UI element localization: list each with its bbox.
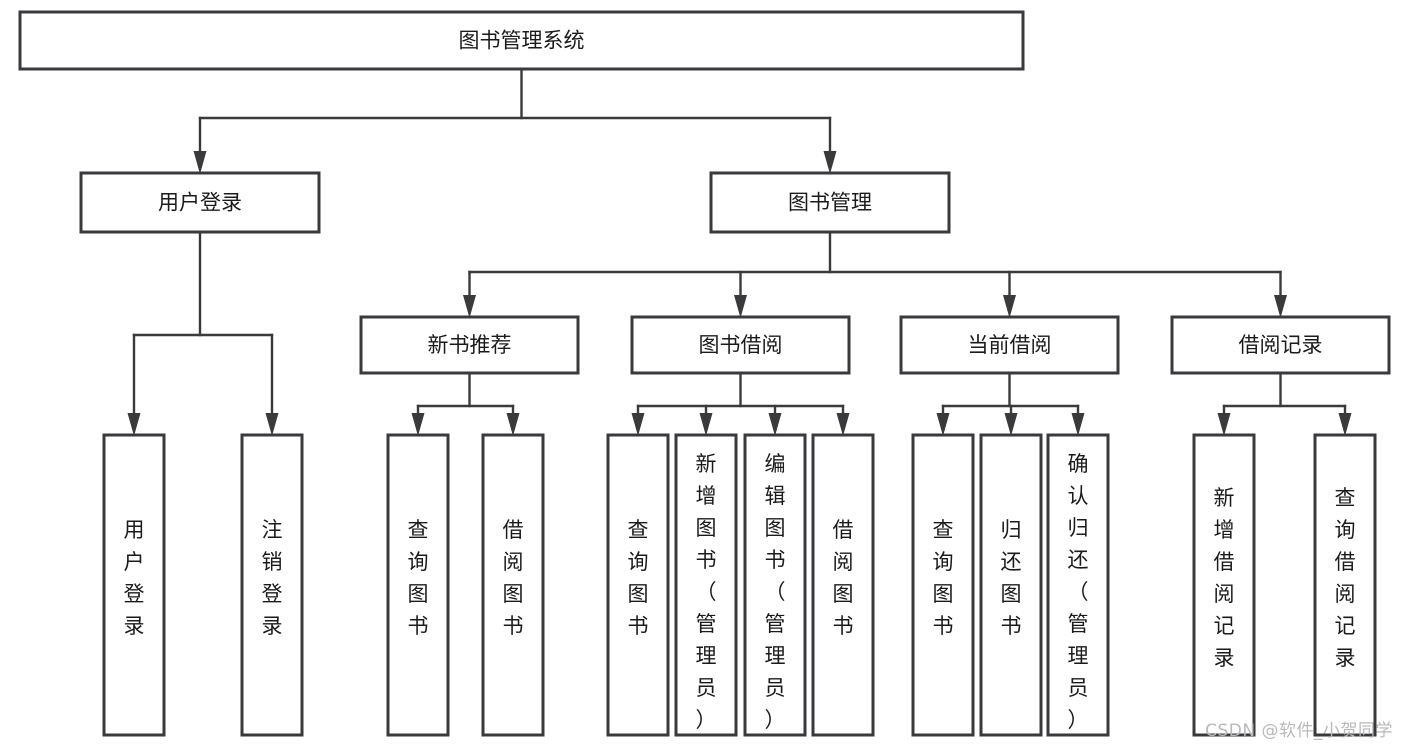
arrow-head-book-manage xyxy=(823,151,837,174)
node-leaf-query-book-borrow[interactable]: 查询图书 xyxy=(606,433,670,737)
node-user-login[interactable]: 用户登录 xyxy=(79,171,321,234)
edge-current-bus xyxy=(936,371,1085,436)
node-book-manage[interactable]: 图书管理 xyxy=(709,171,951,234)
node-borrow-record[interactable]: 借阅记录 xyxy=(1170,315,1391,375)
node-label-root: 图书管理系统 xyxy=(459,29,585,53)
node-label-leaf-add-book: 新增图书（管理员） xyxy=(696,452,717,732)
node-label-leaf-query-book-recommend: 查询图书 xyxy=(408,518,429,638)
node-leaf-add-book[interactable]: 新增图书（管理员） xyxy=(674,433,738,737)
edge-login-bus xyxy=(127,230,279,436)
arrow-head-leaf-confirm-return xyxy=(1071,413,1085,436)
arrow-head-borrow-record xyxy=(1274,295,1287,318)
node-box-new-book-recommend xyxy=(359,315,580,375)
node-box-borrow-record xyxy=(1170,315,1391,375)
node-label-leaf-query-book-borrow: 查询图书 xyxy=(628,518,649,638)
node-current-borrow[interactable]: 当前借阅 xyxy=(899,315,1120,375)
node-box-leaf-user-login xyxy=(102,433,166,737)
connector-layer xyxy=(127,67,1352,436)
node-box-root xyxy=(18,10,1025,71)
node-label-borrow-record: 借阅记录 xyxy=(1239,333,1323,357)
arrow-head-leaf-add-borrow-record xyxy=(1217,413,1231,436)
node-box-current-borrow xyxy=(899,315,1120,375)
node-root[interactable]: 图书管理系统 xyxy=(18,10,1025,71)
node-box-leaf-edit-book xyxy=(743,433,807,737)
node-label-leaf-user-login: 用户登录 xyxy=(124,518,145,638)
node-box-book-manage xyxy=(709,171,951,234)
arrow-head-leaf-query-book-borrow xyxy=(631,413,645,436)
node-leaf-return-book[interactable]: 归还图书 xyxy=(979,433,1043,737)
node-box-leaf-borrow-book xyxy=(811,433,875,737)
arrow-head-book-borrow xyxy=(734,295,747,318)
node-leaf-edit-book[interactable]: 编辑图书（管理员） xyxy=(743,433,807,737)
node-book-borrow[interactable]: 图书借阅 xyxy=(630,315,851,375)
node-label-current-borrow: 当前借阅 xyxy=(968,333,1052,357)
node-label-leaf-borrow-book: 借阅图书 xyxy=(833,518,854,638)
node-leaf-add-borrow-record[interactable]: 新增借阅记录 xyxy=(1192,433,1256,737)
csdn-watermark: CSDN @软件_小贺同学 xyxy=(1205,721,1393,741)
arrow-head-leaf-query-book-recommend xyxy=(411,413,425,436)
node-label-book-manage: 图书管理 xyxy=(788,191,872,215)
arrow-head-leaf-query-borrow-record xyxy=(1338,413,1352,436)
node-box-leaf-borrow-book-recommend xyxy=(481,433,545,737)
node-label-leaf-query-borrow-record: 查询借阅记录 xyxy=(1335,486,1356,670)
edge-root-bus xyxy=(193,67,837,174)
node-label-user-login: 用户登录 xyxy=(158,191,242,215)
node-label-leaf-borrow-book-recommend: 借阅图书 xyxy=(503,518,524,638)
arrow-head-current-borrow xyxy=(1003,295,1016,318)
node-box-book-borrow xyxy=(630,315,851,375)
node-box-leaf-query-borrow-record xyxy=(1313,433,1377,737)
node-box-leaf-query-book-current xyxy=(911,433,975,737)
node-label-new-book-recommend: 新书推荐 xyxy=(428,333,512,357)
node-new-book-recommend[interactable]: 新书推荐 xyxy=(359,315,580,375)
node-label-leaf-add-borrow-record: 新增借阅记录 xyxy=(1214,486,1235,670)
arrow-head-leaf-add-book xyxy=(699,413,713,436)
edge-borrow-bus xyxy=(631,371,850,436)
arrow-head-leaf-logout xyxy=(265,413,279,436)
node-leaf-confirm-return[interactable]: 确认归还（管理员） xyxy=(1046,433,1110,737)
node-label-leaf-confirm-return: 确认归还（管理员） xyxy=(1068,452,1089,732)
node-box-leaf-query-book-recommend xyxy=(386,433,450,737)
node-label-book-borrow: 图书借阅 xyxy=(699,333,783,357)
arrow-head-leaf-query-book-current xyxy=(936,413,950,436)
node-label-leaf-return-book: 归还图书 xyxy=(1001,518,1022,638)
edge-recommend-bus xyxy=(411,371,520,436)
arrow-head-leaf-borrow-book-recommend xyxy=(506,413,520,436)
node-label-leaf-edit-book: 编辑图书（管理员） xyxy=(765,452,786,732)
arrow-head-leaf-user-login xyxy=(127,413,141,436)
arrow-head-leaf-edit-book xyxy=(768,413,782,436)
edge-record-bus xyxy=(1217,371,1352,436)
node-box-leaf-logout xyxy=(240,433,304,737)
node-leaf-borrow-book[interactable]: 借阅图书 xyxy=(811,433,875,737)
node-box-user-login xyxy=(79,171,321,234)
edge-manage-bus xyxy=(463,230,1287,318)
node-box-leaf-confirm-return xyxy=(1046,433,1110,737)
arrow-head-leaf-return-book xyxy=(1004,413,1018,436)
node-box-leaf-return-book xyxy=(979,433,1043,737)
node-box-leaf-add-borrow-record xyxy=(1192,433,1256,737)
node-layer: 图书管理系统用户登录图书管理新书推荐图书借阅当前借阅借阅记录用户登录注销登录查询… xyxy=(18,10,1391,737)
node-label-leaf-query-book-current: 查询图书 xyxy=(933,518,954,638)
node-leaf-query-borrow-record[interactable]: 查询借阅记录 xyxy=(1313,433,1377,737)
arrow-head-user-login xyxy=(193,151,207,174)
node-leaf-query-book-recommend[interactable]: 查询图书 xyxy=(386,433,450,737)
node-leaf-logout[interactable]: 注销登录 xyxy=(240,433,304,737)
node-box-leaf-query-book-borrow xyxy=(606,433,670,737)
node-label-leaf-logout: 注销登录 xyxy=(262,518,283,638)
arrow-head-new-book-recommend xyxy=(463,295,476,318)
node-leaf-user-login[interactable]: 用户登录 xyxy=(102,433,166,737)
node-leaf-query-book-current[interactable]: 查询图书 xyxy=(911,433,975,737)
node-leaf-borrow-book-recommend[interactable]: 借阅图书 xyxy=(481,433,545,737)
node-box-leaf-add-book xyxy=(674,433,738,737)
arrow-head-leaf-borrow-book xyxy=(836,413,850,436)
